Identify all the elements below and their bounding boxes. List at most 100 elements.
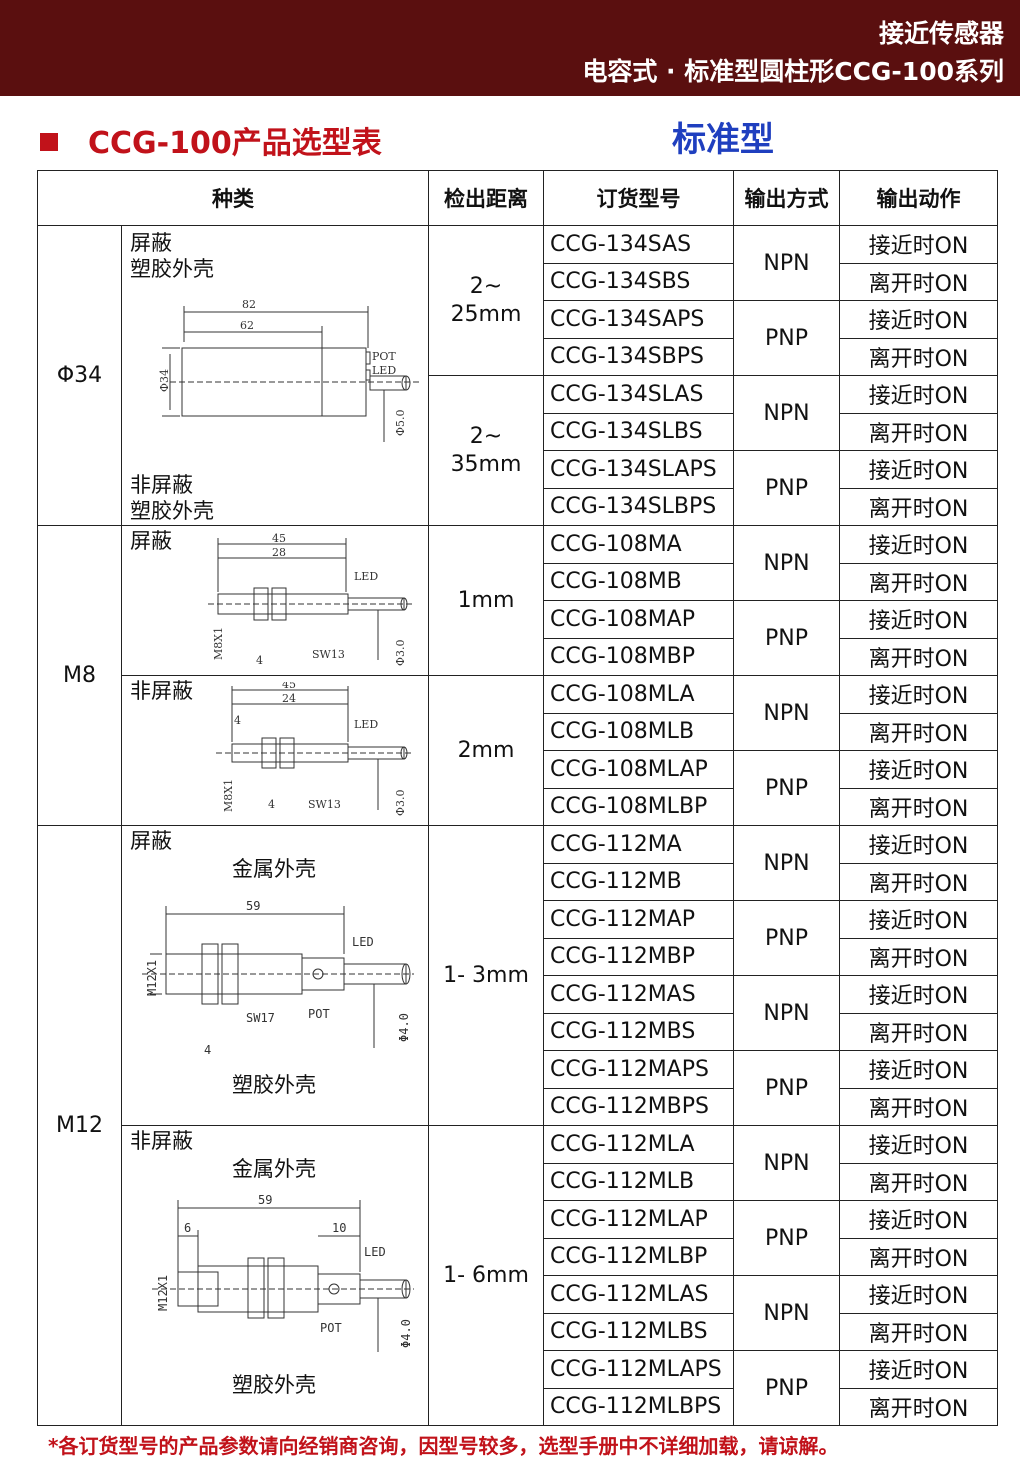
m8-shielded-drawing: 45 28 LED SW13 4 M8X1 Φ3.0 <box>208 532 412 667</box>
model-cell: CCG-112MBS <box>543 1012 734 1051</box>
distance-cell: 1- 6mm <box>428 1125 544 1426</box>
model-cell: CCG-112MA <box>543 825 734 864</box>
banner-subtitle: 电容式 · 标准型圆柱形CCG-100系列 <box>582 57 1004 86</box>
table-row: M12 屏蔽 金属外壳 59 LED POT SW17 4 M12X1 Φ4.0… <box>37 825 998 1426</box>
action-cell: 接近时ON <box>839 450 998 489</box>
shell-label-bottom: 塑胶外壳 <box>130 499 214 523</box>
table-row: CCG-112MBS 离开时ON <box>38 1012 998 1051</box>
model-cell: CCG-108MLAP <box>543 750 734 789</box>
dim-nose: 4 <box>234 714 241 727</box>
model-cell: CCG-108MA <box>543 525 734 564</box>
action-cell: 离开时ON <box>839 262 998 301</box>
nut-width: 4 <box>204 1043 211 1057</box>
model-cell: CCG-134SAPS <box>543 300 734 339</box>
output-cell: NPN <box>733 225 840 301</box>
model-cell: CCG-112MLB <box>543 1162 734 1201</box>
header-banner: 接近传感器 电容式 · 标准型圆柱形CCG-100系列 <box>0 0 1020 96</box>
table-row: CCG-112MLB 离开时ON <box>38 1162 998 1201</box>
table-row: 非屏蔽 金属外壳 59 6 10 LED POT M12X1 Φ4.0 塑胶外壳… <box>38 1125 998 1426</box>
model-cell: CCG-134SBPS <box>543 337 734 376</box>
model-cell: CCG-112MLBS <box>543 1312 734 1351</box>
model-cell: CCG-112MB <box>543 862 734 901</box>
dim-body: 62 <box>240 319 254 332</box>
action-cell: 离开时ON <box>839 937 998 976</box>
thread-label: M12X1 <box>156 1275 170 1311</box>
action-cell: 离开时ON <box>839 1312 998 1351</box>
action-cell: 离开时ON <box>839 1387 998 1426</box>
size-cell: M12 <box>37 825 122 1426</box>
distance-cell: 2mm <box>428 675 544 826</box>
banner-title: 接近传感器 <box>878 19 1004 48</box>
size-cell: Φ34 <box>37 225 122 526</box>
thread-label: M8X1 <box>212 627 225 660</box>
dim-total: 82 <box>242 298 256 311</box>
header-model: 订货型号 <box>543 170 734 226</box>
action-cell: 离开时ON <box>839 1012 998 1051</box>
model-cell: CCG-112MLBP <box>543 1237 734 1276</box>
action-cell: 离开时ON <box>839 562 998 601</box>
output-cell: PNP <box>733 1050 840 1126</box>
unshielded-label: 非屏蔽 <box>130 1129 193 1153</box>
m12-unshielded-drawing: 59 6 10 LED POT M12X1 Φ4.0 <box>152 1193 414 1352</box>
m8-unshielded-drawing: 45 24 4 LED SW13 4 M8X1 Φ3.0 <box>216 682 412 816</box>
metal-shell-label: 金属外壳 <box>232 857 316 881</box>
shielded-label: 屏蔽 <box>130 529 172 553</box>
nut-width: 4 <box>268 798 275 811</box>
unshielded-label: 非屏蔽 <box>130 679 193 703</box>
model-cell: CCG-112MAS <box>543 975 734 1014</box>
distance-cell: 1- 3mm <box>428 825 544 1126</box>
action-cell: 接近时ON <box>839 1125 998 1164</box>
dim-nose: 6 <box>184 1221 191 1235</box>
dim-body: 24 <box>282 692 296 705</box>
output-cell: PNP <box>733 300 840 376</box>
model-cell: CCG-108MAP <box>543 600 734 639</box>
model-cell: CCG-134SBS <box>543 262 734 301</box>
table-header-row: 种类 检出距离 订货型号 输出方式 输出动作 <box>37 170 998 226</box>
action-cell: 离开时ON <box>839 1162 998 1201</box>
dim-total: 59 <box>258 1193 272 1207</box>
model-cell: CCG-112MBP <box>543 937 734 976</box>
header-output: 输出方式 <box>733 170 840 226</box>
header-action: 输出动作 <box>839 170 998 226</box>
dim-total: 59 <box>246 899 260 913</box>
led-label: LED <box>364 1245 386 1259</box>
output-cell: NPN <box>733 525 840 601</box>
thread-label: M12X1 <box>145 960 159 996</box>
action-cell: 离开时ON <box>839 712 998 751</box>
cable-label: Φ3.0 <box>394 789 407 816</box>
header-kind: 种类 <box>37 170 429 226</box>
model-cell: CCG-112MLA <box>543 1125 734 1164</box>
pot-label: POT <box>372 350 396 363</box>
type-cell-phi34: 屏蔽 塑胶外壳 82 62 Φ34 POT LED Φ5.0 非屏蔽 塑胶外壳 <box>121 225 429 526</box>
metal-shell-label: 金属外壳 <box>232 1157 316 1181</box>
led-label: LED <box>354 570 378 583</box>
plastic-shell-label: 塑胶外壳 <box>232 1373 316 1397</box>
section-title: CCG-100产品选型表 <box>88 126 382 161</box>
action-cell: 离开时ON <box>839 487 998 526</box>
dim-body: 28 <box>272 546 286 559</box>
shielded-label: 屏蔽 <box>130 231 172 255</box>
action-cell: 接近时ON <box>839 1050 998 1089</box>
dim-total: 45 <box>272 532 286 545</box>
cable-label: Φ4.0 <box>399 1319 413 1348</box>
model-cell: CCG-112MLAP <box>543 1200 734 1239</box>
model-cell: CCG-134SLAS <box>543 375 734 414</box>
action-cell: 离开时ON <box>839 637 998 676</box>
action-cell: 接近时ON <box>839 600 998 639</box>
section-heading: CCG-100产品选型表 <box>40 118 382 162</box>
output-cell: NPN <box>733 975 840 1051</box>
header-distance: 检出距离 <box>428 170 544 226</box>
output-cell: PNP <box>733 1200 840 1276</box>
